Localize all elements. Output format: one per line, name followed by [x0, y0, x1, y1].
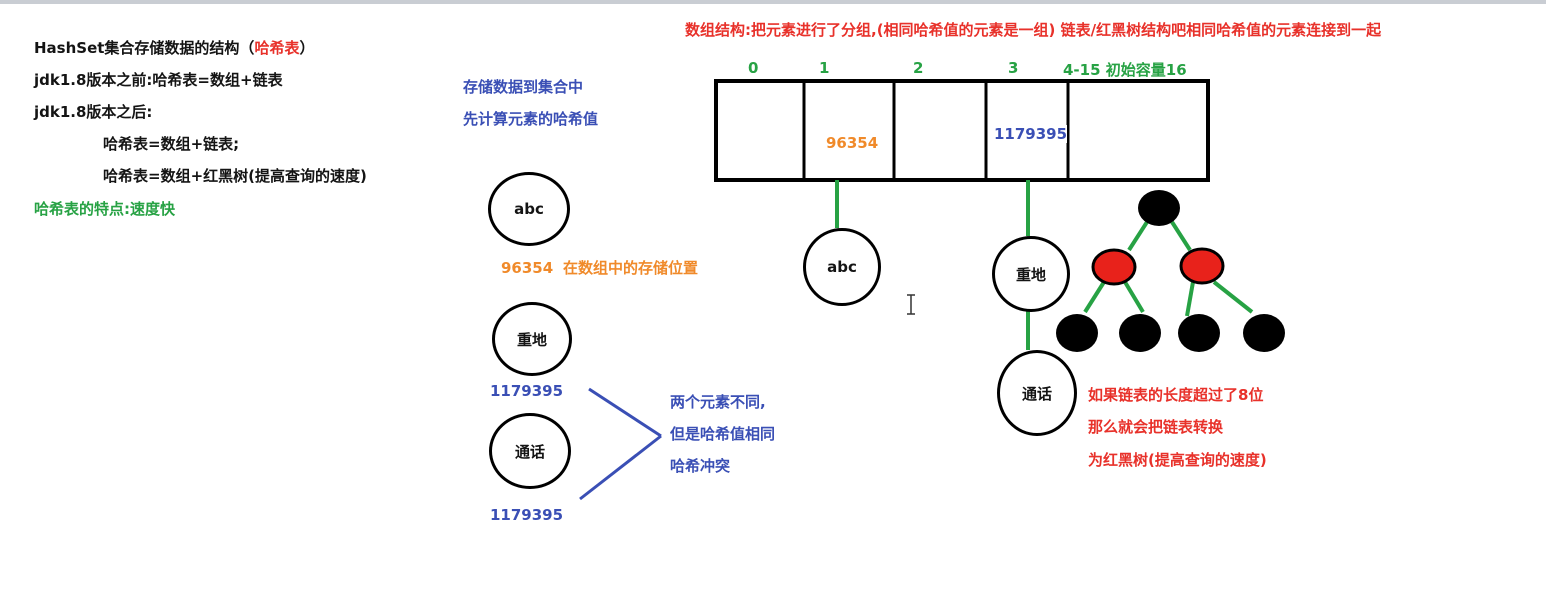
collision-bracket-upper: [588, 387, 662, 438]
abc-hash-note: 在数组中的存储位置: [563, 259, 699, 277]
array-index-rest: 4-15 初始容量16: [1063, 59, 1187, 80]
title-suffix: ）: [299, 39, 315, 57]
note-before-jdk18: jdk1.8版本之前:哈希表=数组+链表: [34, 71, 283, 89]
note-array-rbtree: 哈希表=数组+红黑树(提高查询的速度): [103, 167, 367, 185]
tree-note-line1: 如果链表的长度超过了8位: [1088, 386, 1264, 404]
array-index-0: 0: [748, 59, 759, 77]
hash-array: [714, 79, 1210, 182]
tree-node-red-right: [1179, 247, 1225, 285]
tree-note-line3: 为红黑树(提高查询的速度): [1088, 451, 1267, 469]
chain-node-zhongdi: 重地: [992, 236, 1070, 312]
array-cell-1-value: 96354: [826, 134, 879, 152]
tree-leaf-2: [1119, 314, 1161, 352]
tree-leaf-3: [1178, 314, 1220, 352]
abc-hash-value: 96354: [501, 259, 554, 277]
element-abc-label: abc: [514, 200, 544, 218]
tonghua-hash-value: 1179395: [490, 506, 564, 524]
array-structure-header: 数组结构:把元素进行了分组,(相同哈希值的元素是一组) 链表/红黑树结构吧相同哈…: [685, 21, 1382, 39]
array-capacity-note: 初始容量16: [1105, 61, 1187, 79]
tree-leaf-1: [1056, 314, 1098, 352]
store-note-line1: 存储数据到集合中: [463, 78, 584, 96]
window-top-border: [0, 0, 1546, 4]
tree-edge-left-left: [1083, 280, 1106, 314]
tree-leaf-4: [1243, 314, 1285, 352]
collision-note-line1: 两个元素不同,: [670, 393, 766, 411]
array-index-2: 2: [913, 59, 924, 77]
tree-edge-right-right: [1212, 280, 1254, 314]
collision-note-line2: 但是哈希值相同: [670, 425, 776, 443]
chain-node-tonghua: 通话: [997, 350, 1077, 436]
tree-edge-left-right: [1123, 280, 1145, 314]
collision-bracket-lower: [579, 434, 662, 501]
chain-node-abc-label: abc: [827, 258, 857, 276]
array-index-range: 4-15: [1063, 61, 1101, 79]
array-index-3: 3: [1008, 59, 1019, 77]
tree-node-red-left: [1091, 248, 1137, 286]
title-prefix: HashSet集合存储数据的结构（: [34, 39, 255, 57]
note-array-linkedlist: 哈希表=数组+链表;: [103, 135, 240, 153]
tree-note-line2: 那么就会把链表转换: [1088, 418, 1224, 436]
chain-node-tonghua-label: 通话: [1021, 384, 1052, 403]
collision-note-line3: 哈希冲突: [670, 457, 731, 475]
element-zhongdi-label: 重地: [516, 330, 547, 349]
zhongdi-hash-value: 1179395: [490, 382, 564, 400]
element-tonghua-circle: 通话: [489, 413, 571, 489]
tree-edge-root-left: [1127, 220, 1149, 252]
tree-edge-root-right: [1170, 220, 1192, 252]
element-zhongdi-circle: 重地: [492, 302, 572, 376]
hashtable-feature: 哈希表的特点:速度快: [34, 200, 175, 218]
title-highlight: 哈希表: [254, 39, 300, 57]
note-after-jdk18: jdk1.8版本之后:: [34, 103, 153, 121]
tree-node-root: [1138, 190, 1180, 226]
element-tonghua-label: 通话: [514, 442, 545, 461]
hashset-title: HashSet集合存储数据的结构（哈希表）: [34, 37, 314, 58]
array-index-1: 1: [819, 59, 830, 77]
text-cursor-icon: [907, 294, 915, 315]
element-abc-circle: abc: [488, 172, 570, 246]
chain-node-zhongdi-label: 重地: [1015, 265, 1046, 284]
tree-edge-right-left: [1185, 281, 1195, 317]
chain-node-abc: abc: [803, 228, 881, 306]
array-cell-3-value: 1179395: [994, 125, 1068, 143]
store-note-line2: 先计算元素的哈希值: [463, 110, 599, 128]
